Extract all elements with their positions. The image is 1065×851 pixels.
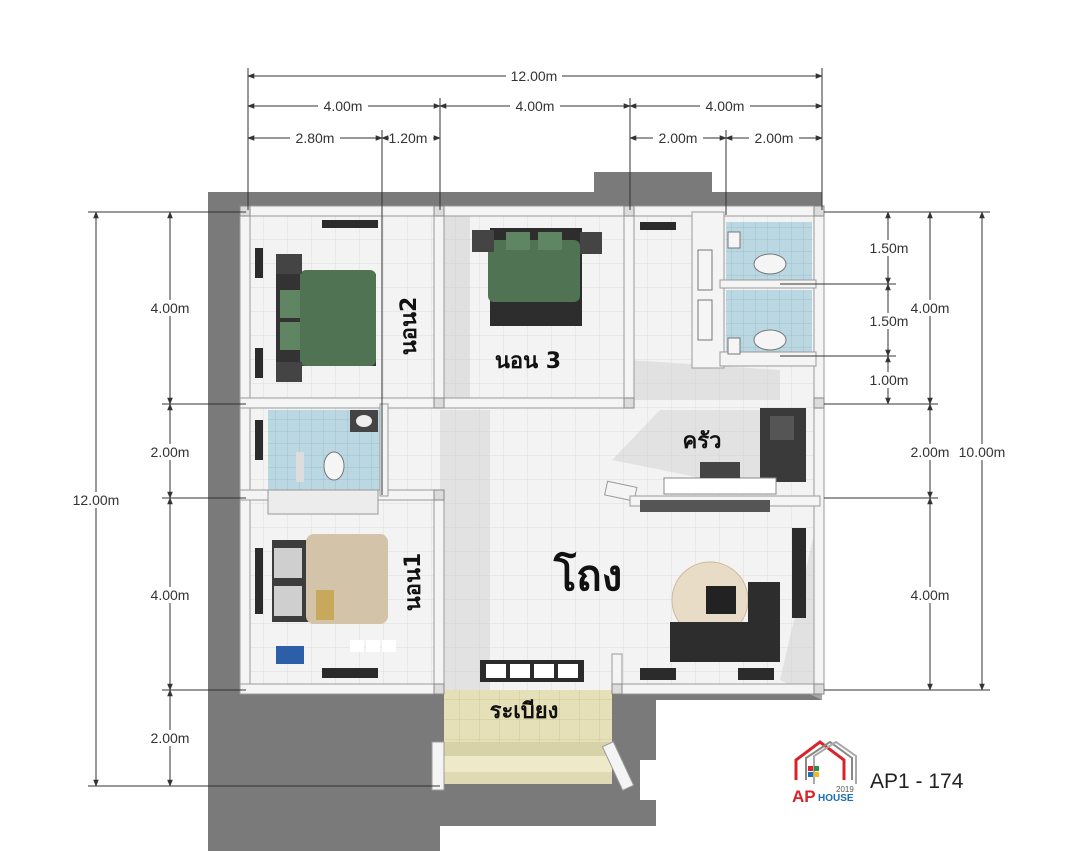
window-glazing — [350, 640, 578, 678]
dim-right-module-3: 4.00m — [911, 587, 950, 603]
dim-left-total: 12.00m — [73, 492, 120, 508]
logo-house: HOUSE — [818, 793, 854, 804]
ap-house-logo: AP HOUSE 2019 — [792, 740, 857, 806]
dim-left-module-4: 2.00m — [151, 730, 190, 746]
dim-right-total: 10.00m — [959, 444, 1006, 460]
dim-top-total: 12.00m — [511, 68, 558, 84]
bed-bedroom-2 — [276, 254, 376, 382]
dim-top-module-3: 4.00m — [706, 98, 745, 114]
dim-top-sub-2: 1.20m — [389, 130, 428, 146]
bed-bedroom-1 — [272, 534, 388, 664]
dimension-lines — [88, 68, 990, 787]
logo-year: 2019 — [836, 785, 854, 794]
room-label-bedroom1: นอน1 — [401, 553, 426, 612]
dim-top-sub-4: 2.00m — [755, 130, 794, 146]
room-labels: นอน2 นอน 3 ครัว โถง นอน1 ระเบียง — [397, 297, 721, 724]
dim-left-module-1: 4.00m — [151, 300, 190, 316]
toilet-fixtures — [697, 231, 787, 355]
room-label-living: โถง — [553, 551, 623, 600]
dim-right-inner-1: 1.50m — [870, 240, 909, 256]
bed-bedroom-3 — [472, 228, 602, 326]
living-furniture — [670, 561, 780, 662]
room-label-bedroom2: นอน2 — [397, 297, 422, 356]
dim-left-module-2: 2.00m — [151, 444, 190, 460]
dimension-labels: 12.00m 4.00m 4.00m 4.00m 2.80m 1.20m 2.0… — [66, 68, 1009, 746]
dim-right-inner-3: 1.00m — [870, 372, 909, 388]
logo-brand: AP — [792, 787, 816, 806]
columns — [239, 205, 825, 695]
dim-top-sub-1: 2.80m — [296, 130, 335, 146]
dim-top-module-1: 4.00m — [324, 98, 363, 114]
room-label-kitchen: ครัว — [683, 429, 722, 454]
dim-top-module-2: 4.00m — [516, 98, 555, 114]
dim-right-module-1: 4.00m — [911, 300, 950, 316]
plan-code: AP1 - 174 — [870, 770, 964, 793]
dim-top-sub-3: 2.00m — [659, 130, 698, 146]
dim-left-module-3: 4.00m — [151, 587, 190, 603]
room-label-bedroom3: นอน 3 — [495, 349, 561, 374]
dim-right-module-2: 2.00m — [911, 444, 950, 460]
room-label-terrace: ระเบียง — [490, 699, 559, 724]
dim-right-inner-2: 1.50m — [870, 313, 909, 329]
bathroom-fixtures — [267, 410, 379, 515]
kitchen-counter — [640, 408, 806, 512]
